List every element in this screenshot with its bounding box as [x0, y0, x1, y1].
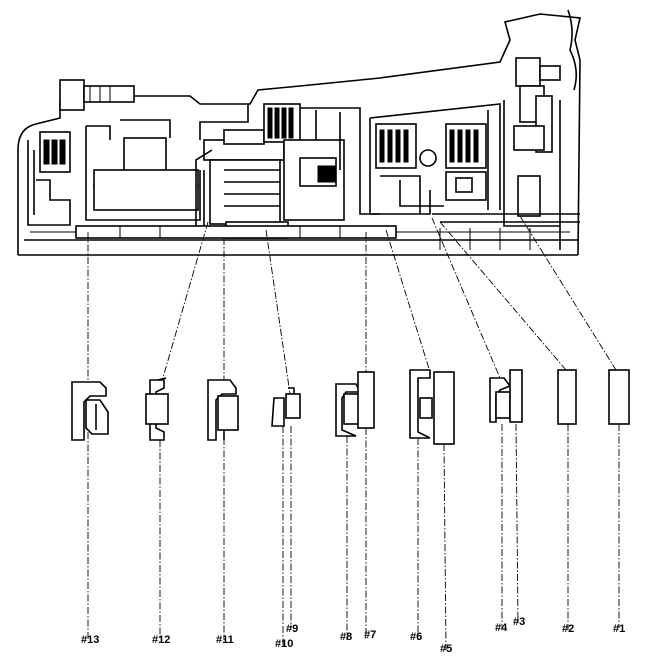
label-seal-11: #11	[216, 634, 234, 646]
seal-9-profile	[285, 387, 301, 419]
leader-line-12	[159, 221, 209, 389]
transmission-cross-section	[17, 9, 581, 256]
label-seal-3: #3	[513, 616, 526, 628]
leader-line-1	[519, 215, 617, 371]
seal-11-profile	[207, 379, 239, 441]
seal-12-profile	[145, 377, 169, 441]
label-seal-10: #10	[275, 638, 294, 650]
seal-13-profile	[71, 381, 109, 441]
label-seal-6: #6	[410, 631, 423, 643]
label-seal-9: #9	[286, 623, 299, 635]
seal-7-profile	[357, 371, 375, 429]
leader-line-5	[443, 443, 447, 651]
seal-6-profile	[409, 369, 433, 439]
label-seal-13: #13	[81, 634, 100, 646]
label-seal-2: #2	[562, 623, 575, 635]
seal-1-profile	[608, 369, 630, 425]
label-seal-12: #12	[152, 634, 171, 646]
label-seal-7: #7	[364, 629, 377, 641]
leader-line-6	[385, 229, 431, 373]
leader-line-4	[431, 217, 501, 379]
seal-8-profile	[335, 383, 362, 437]
label-seal-8: #8	[340, 631, 353, 643]
leader-lines	[87, 215, 620, 651]
label-seal-1: #1	[613, 623, 626, 635]
label-seal-4: #4	[495, 622, 508, 634]
seal-5-profile	[433, 371, 455, 445]
seal-2-profile	[557, 369, 577, 425]
seal-10-profile	[271, 397, 285, 427]
label-seal-5: #5	[440, 643, 453, 655]
leader-line-9	[265, 229, 291, 395]
leader-line-2	[439, 221, 567, 371]
leader-line-3	[515, 423, 519, 623]
seal-3-profile	[509, 369, 523, 423]
seal-4-profile	[489, 377, 512, 423]
